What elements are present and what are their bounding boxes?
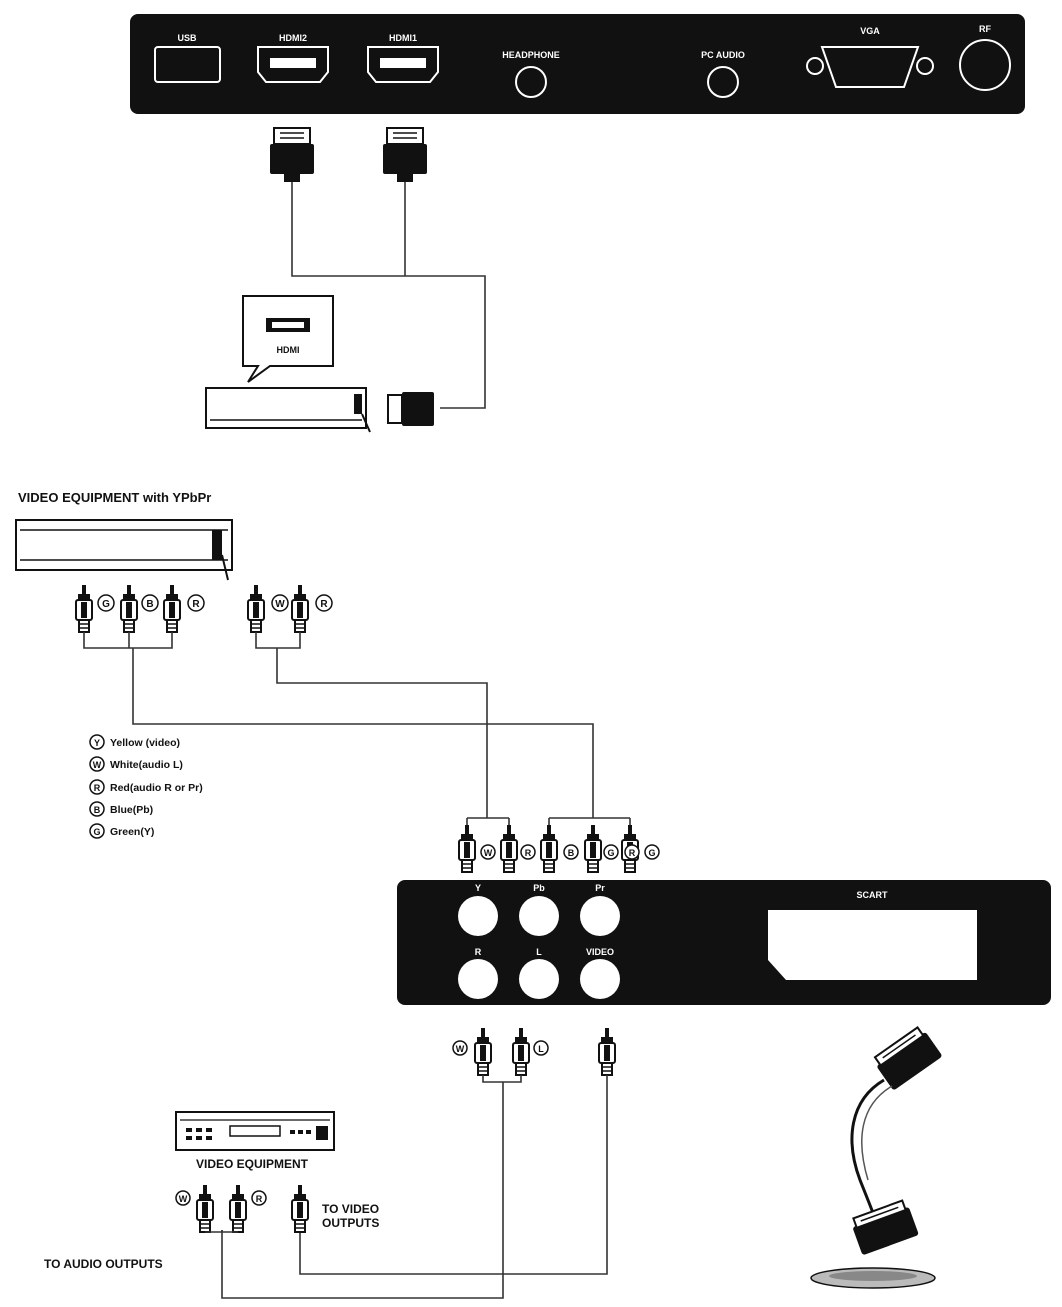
to-audio-outputs-label: TO AUDIO OUTPUTS	[44, 1257, 163, 1271]
audio-letter-r: R	[320, 599, 328, 610]
headphone-jack: HEADPHONE	[502, 50, 560, 98]
scart-cable	[810, 1026, 942, 1289]
component-letter-b: B	[146, 599, 153, 610]
video-equipment-plugs: W R	[175, 1184, 309, 1233]
video-equipment-device	[175, 1111, 335, 1151]
hdmi2-port-label: HDMI2	[279, 33, 307, 43]
audio-letter-w: W	[275, 599, 285, 610]
row-letter-g: G	[607, 848, 614, 858]
ypbpr-audio-plugs: W R	[247, 584, 333, 633]
vga-port: VGA	[806, 26, 934, 88]
legend-text-2: Red(audio R or Pr)	[110, 782, 203, 794]
hdmi-source-device: HDMI	[205, 295, 434, 433]
legend-letter-1: W	[93, 760, 102, 770]
video-jack-label: VIDEO	[586, 947, 614, 957]
usb-port: USB	[154, 33, 221, 83]
top-connector-panel: USB HDMI2 HDMI1 HEADPHONE PC AUDIO VGA	[130, 14, 1025, 114]
row-letter-r: R	[525, 848, 532, 858]
pb-jack-label: Pb	[533, 883, 545, 893]
audio-l-jack: L	[519, 947, 559, 999]
rf-port-label: RF	[979, 24, 991, 34]
to-video-outputs-line2: OUTPUTS	[322, 1216, 379, 1230]
legend-letter-3: B	[94, 805, 101, 815]
audio-r-jack-label: R	[475, 947, 482, 957]
hdmi-device-plug	[387, 392, 434, 426]
pc-audio-jack: PC AUDIO	[701, 50, 745, 98]
ypbpr-equipment-title: VIDEO EQUIPMENT with YPbPr	[18, 490, 211, 505]
vga-port-label: VGA	[860, 26, 880, 36]
pb-jack: Pb	[519, 883, 559, 936]
component-letter-r: R	[192, 599, 200, 610]
equip-letter-w: W	[179, 1194, 188, 1204]
legend-letter-2: R	[94, 783, 101, 793]
video-jack: VIDEO	[580, 947, 620, 999]
usb-port-label: USB	[177, 33, 197, 43]
row-letter-g2: G	[648, 848, 655, 858]
hdmi1-port-label: HDMI1	[389, 33, 417, 43]
av-letter-w: W	[456, 1044, 465, 1054]
component-letter-g: G	[102, 599, 110, 610]
hdmi2-port: HDMI2	[257, 33, 329, 83]
panel-input-plugs: W R B G R G	[458, 817, 660, 873]
legend-text-1: White(audio L)	[110, 759, 183, 771]
y-jack: Y	[458, 883, 498, 936]
hdmi1-port: HDMI1	[367, 33, 439, 83]
ypbpr-component-plugs: G B R	[75, 584, 205, 633]
scart-port: SCART	[768, 890, 977, 980]
bottom-connector-panel: Y Pb Pr R L VIDEO SCART	[397, 880, 1051, 1005]
rf-port: RF	[959, 24, 1011, 91]
audio-r-jack: R	[458, 947, 498, 999]
legend-text-3: Blue(Pb)	[110, 804, 153, 816]
ypbpr-device	[15, 519, 233, 581]
hdmi-callout-label: HDMI	[277, 345, 300, 355]
av-letter-l: L	[538, 1044, 544, 1054]
video-equipment-title: VIDEO EQUIPMENT	[196, 1157, 309, 1171]
y-jack-label: Y	[475, 883, 481, 893]
color-legend: Y Yellow (video) W White(audio L) R Red(…	[89, 734, 203, 839]
pr-jack-label: Pr	[595, 883, 605, 893]
hdmi-cable	[269, 127, 486, 409]
pc-audio-jack-label: PC AUDIO	[701, 50, 745, 60]
legend-text-4: Green(Y)	[110, 826, 154, 838]
row-letter-w: W	[484, 848, 493, 858]
audio-l-jack-label: L	[536, 947, 542, 957]
equip-letter-r: R	[256, 1194, 263, 1204]
row-letter-b: B	[568, 848, 575, 858]
scart-port-label: SCART	[857, 890, 889, 900]
headphone-jack-label: HEADPHONE	[502, 50, 560, 60]
row-letter-r2: R	[629, 848, 636, 858]
to-video-outputs-line1: TO VIDEO	[322, 1202, 379, 1216]
legend-text-0: Yellow (video)	[110, 737, 180, 749]
legend-letter-4: G	[93, 827, 100, 837]
av-output-plugs: W L	[221, 1027, 616, 1299]
pr-jack: Pr	[580, 883, 620, 936]
legend-letter-0: Y	[94, 738, 100, 748]
ypbpr-cables	[83, 632, 594, 818]
